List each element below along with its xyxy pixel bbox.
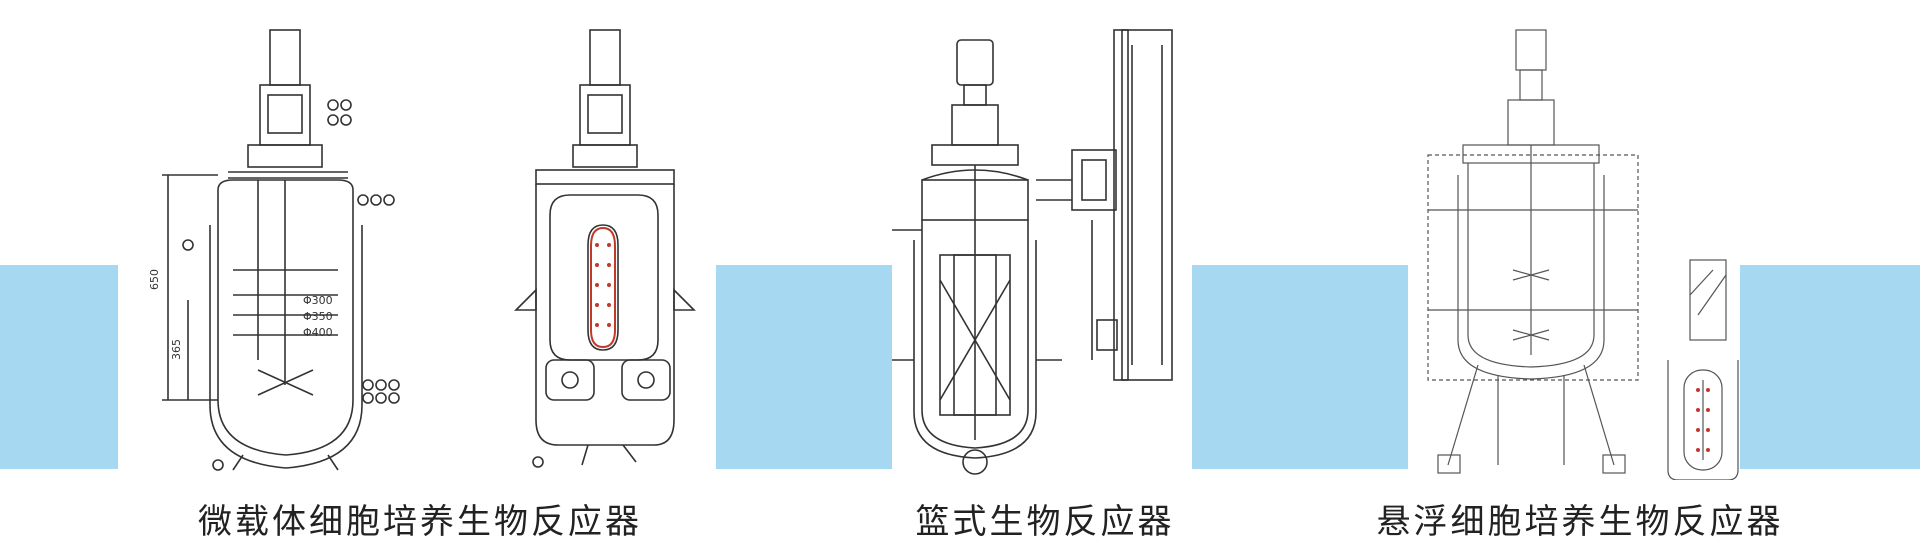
diameter-label-400: Φ400 bbox=[303, 326, 333, 339]
suspension-reactor-drawing bbox=[1427, 29, 1739, 480]
panel-basket bbox=[892, 0, 1192, 480]
band-left bbox=[0, 265, 118, 469]
dimension-label-365: 365 bbox=[170, 339, 183, 360]
caption-microcarrier: 微载体细胞培养生物反应器 bbox=[198, 502, 642, 542]
caption-suspension: 悬浮细胞培养生物反应器 bbox=[1376, 502, 1784, 542]
diameter-label-350: Φ350 bbox=[303, 310, 333, 323]
caption-basket: 篮式生物反应器 bbox=[915, 502, 1175, 542]
band-mid bbox=[716, 265, 892, 469]
basket-reactor-drawing bbox=[892, 29, 1173, 475]
diameter-label-300: Φ300 bbox=[303, 294, 333, 307]
panel-suspension bbox=[1408, 15, 1740, 480]
panel-microcarrier: 650 365 Φ300 Φ350 Φ400 bbox=[118, 0, 716, 480]
dimension-label-650: 650 bbox=[148, 269, 161, 290]
band-mid-right bbox=[1192, 265, 1408, 469]
microcarrier-reactor-drawing: 650 365 Φ300 Φ350 Φ400 bbox=[148, 29, 696, 471]
band-right bbox=[1740, 265, 1920, 469]
